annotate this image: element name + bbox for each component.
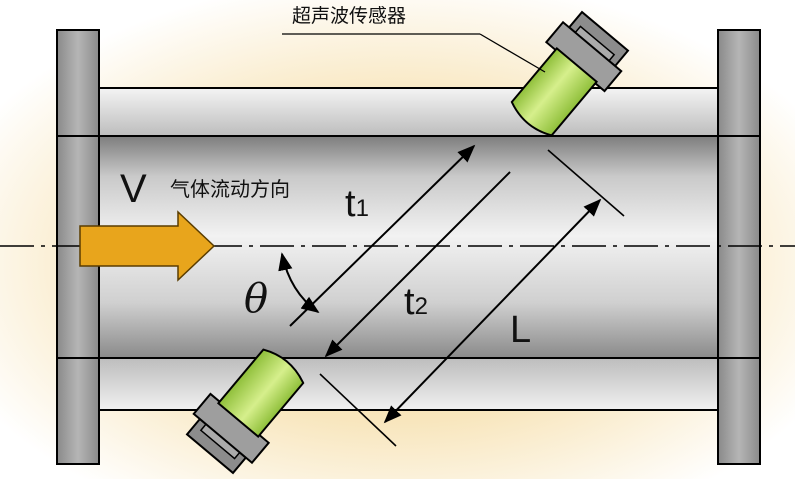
velocity-label: V <box>120 167 147 211</box>
t1-label: t1 <box>345 183 369 225</box>
lower-transducer-icon <box>185 348 305 475</box>
flow-direction-label: 气体流动方向 <box>170 177 290 201</box>
sensor-leader-diagonal <box>479 33 546 73</box>
angle-label: θ <box>244 276 268 322</box>
pipe-top-wall <box>97 87 719 137</box>
t2-label: t2 <box>404 281 428 323</box>
flow-arrow-icon <box>79 210 216 282</box>
l-extension-lower <box>319 373 397 447</box>
angle-arc <box>278 252 320 314</box>
right-flange <box>717 29 761 465</box>
path-length-label: L <box>510 309 531 351</box>
pipe-bottom-wall <box>97 357 719 411</box>
upper-transducer-icon <box>510 10 630 137</box>
l-dimension-arrow <box>383 198 602 424</box>
sensor-label: 超声波传感器 <box>292 5 406 27</box>
l-extension-upper <box>547 149 625 217</box>
t1-downstream-path <box>289 144 476 327</box>
